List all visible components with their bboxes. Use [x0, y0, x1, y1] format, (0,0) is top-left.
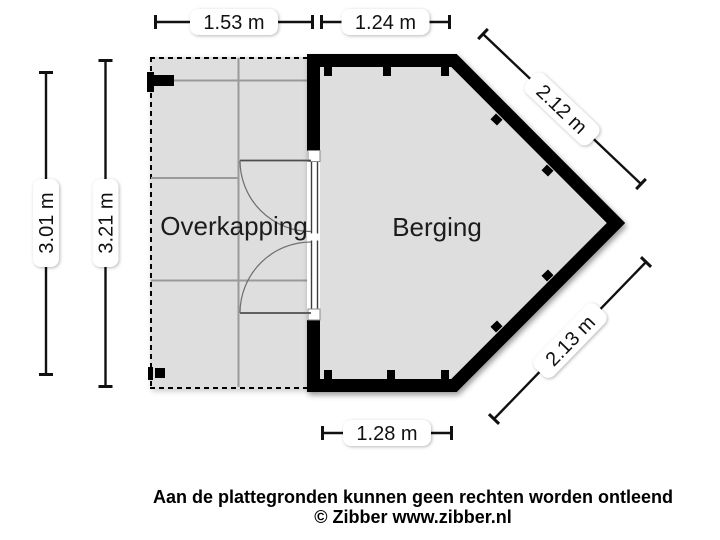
- dim-pill: [343, 420, 431, 446]
- post-edge-tick: [148, 367, 153, 380]
- beam-end-cap: [147, 72, 154, 92]
- footer-disclaimer: Aan de plattegronden kunnen geen rechten…: [153, 487, 673, 507]
- tab: [441, 370, 449, 379]
- tab: [490, 113, 503, 126]
- room-label-overkapping: Overkapping: [160, 211, 307, 241]
- dim-tick: [639, 256, 653, 268]
- overkapping-posts: [147, 72, 174, 380]
- window-sill-bottom: [307, 308, 321, 321]
- window-opening: [307, 151, 320, 320]
- berging-structure: [307, 54, 626, 392]
- window-sill-top: [307, 150, 321, 162]
- dim-label-left-outer: 3.21 m: [96, 192, 118, 253]
- dim-label-top-berging: 1.24 m: [355, 12, 416, 34]
- dim-label-diagonal-upper: 2.12 m: [532, 81, 592, 139]
- tab: [541, 269, 554, 282]
- double-door: [239, 159, 312, 314]
- window-wall: [307, 150, 321, 321]
- overkapping-floor: [150, 57, 313, 389]
- dim-pill: [533, 303, 607, 378]
- berging-walls: [307, 54, 626, 392]
- dim-pill: [92, 179, 119, 267]
- tab: [324, 370, 332, 379]
- tab: [490, 320, 503, 333]
- dim-label-diagonal-lower: 2.13 m: [542, 312, 600, 371]
- dim-tick: [487, 413, 501, 425]
- overkapping-roof-lines: [151, 58, 311, 387]
- tab: [541, 164, 554, 177]
- beam-end-mark: [154, 75, 174, 86]
- dim-tick: [635, 177, 647, 191]
- dim-pill: [33, 179, 59, 267]
- dim-label-bottom-berging: 1.28 m: [356, 423, 417, 445]
- dim-label-left-inner: 3.01 m: [36, 192, 58, 253]
- dim-pill: [341, 9, 430, 35]
- footer-credit: © Zibber www.zibber.nl: [314, 507, 512, 527]
- tab: [383, 67, 391, 76]
- door-swing-arc-top: [239, 160, 312, 233]
- dim-pill: [524, 72, 600, 146]
- dim-label-top-overkapping: 1.53 m: [203, 12, 264, 34]
- wall-joint-tabs: [324, 67, 554, 379]
- tab: [387, 370, 395, 379]
- door-swing-arc-bottom: [239, 241, 312, 314]
- overkapping-area: [150, 57, 313, 389]
- tab: [324, 67, 332, 76]
- room-label-berging: Berging: [392, 212, 482, 242]
- tab: [441, 67, 449, 76]
- dim-tick: [477, 27, 489, 41]
- dim-pill: [190, 9, 278, 35]
- corner-post: [155, 368, 165, 378]
